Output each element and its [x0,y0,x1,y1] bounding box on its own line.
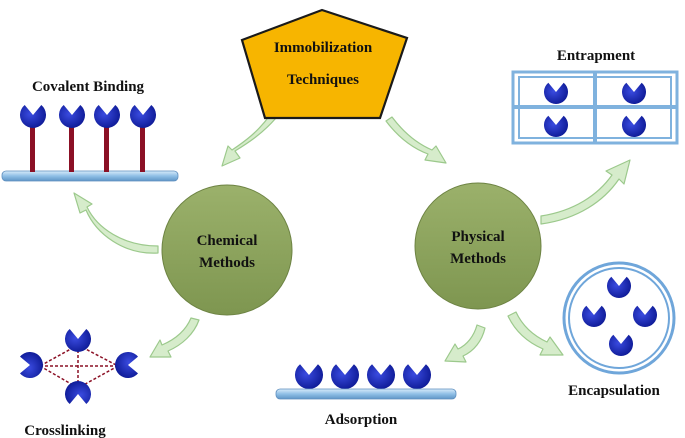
covalent-stems [30,122,145,172]
physical-methods-node: Physical Methods [414,182,542,310]
enzyme-icon [331,364,359,389]
pentagon-shape [240,8,409,120]
arrow-physical-to-adsorption [444,324,486,363]
capsule-inner-ring [568,267,670,369]
arrow-chemical-to-crosslinking [149,317,200,358]
encapsulation-illustration: Encapsulation [562,261,676,399]
enzyme-icon [115,352,139,378]
enzyme-icon [367,364,395,389]
enzyme-icon [403,364,431,389]
adsorption-label: Adsorption [325,412,398,428]
encapsulation-label: Encapsulation [568,383,660,399]
enzyme-icon [130,104,156,128]
enzyme-icon [65,328,91,352]
arrow-root-to-physical [385,116,447,164]
covalent-support-bar [1,170,179,182]
arrow-physical-to-entrapment [540,159,631,225]
enzyme-icon [19,352,43,378]
entrapment-label: Entrapment [557,48,635,64]
crosslinking-illustration: Crosslinking [19,328,139,438]
arrow-chemical-to-covalent [73,192,159,254]
enzyme-icon [295,364,323,389]
enzyme-icon [59,104,85,128]
physical-circle [414,182,542,310]
physical-label-line2: Methods [450,251,506,267]
root-node: Immobilization Techniques [240,8,409,120]
root-label-line1: Immobilization [274,40,373,56]
entrapment-illustration: Entrapment [511,48,679,145]
arrow-physical-to-encapsulation [507,311,564,356]
adsorption-illustration: Adsorption [275,364,457,428]
physical-label-line1: Physical [451,229,504,245]
chemical-label-line2: Methods [199,255,255,271]
enzyme-icon [65,381,91,405]
enzyme-icon [94,104,120,128]
enzyme-icon [20,104,46,128]
capsule-outer-ring [562,261,676,375]
adsorption-support-bar [275,388,457,400]
root-label-line2: Techniques [287,72,359,88]
covalent-binding-illustration: Covalent Binding [1,79,179,182]
crosslinking-label: Crosslinking [24,423,106,438]
chemical-label-line1: Chemical [197,233,258,249]
arrow-root-to-chemical [221,114,277,167]
covalent-enzymes [20,104,156,128]
covalent-binding-label: Covalent Binding [32,79,145,95]
chemical-methods-node: Chemical Methods [161,184,293,316]
chemical-circle [161,184,293,316]
